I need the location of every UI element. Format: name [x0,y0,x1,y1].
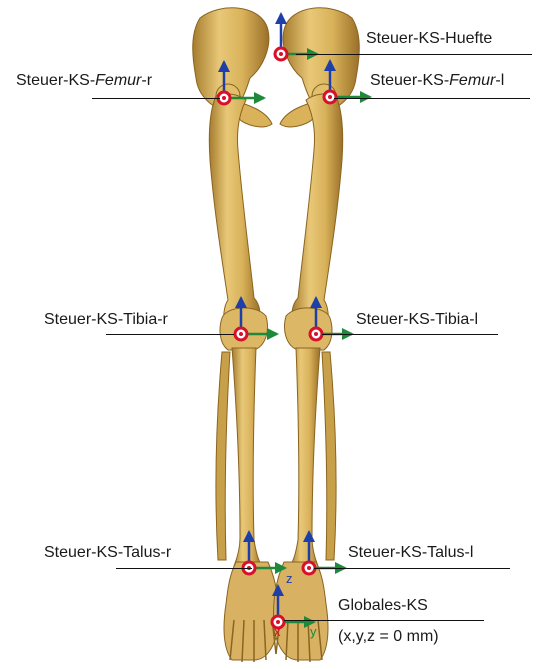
leader-tibia-l [322,334,498,335]
axis-letter-z: z [286,571,293,586]
leader-femur-l [334,98,530,99]
label-steuer-ks-tibia-l: Steuer-KS-Tibia-l [356,311,478,329]
leader-femur-r [92,98,220,99]
axis-letter-y: y [310,624,317,639]
tibia-right [232,348,262,566]
frame-femur-r-origin-dot [222,96,226,100]
tibia-left [290,348,320,566]
leader-talus-r [116,568,252,569]
frame-tibia-r-right-arrow-head [267,328,279,340]
label-steuer-ks-huefte: Steuer-KS-Huefte [366,30,492,48]
leader-talus-l [314,568,510,569]
frame-tibia-r-origin-dot [239,332,243,336]
frame-tibia-l-origin-dot [314,332,318,336]
label-global-origin-note: (x,y,z = 0 mm) [338,628,439,646]
label-steuer-ks-talus-l: Steuer-KS-Talus-l [348,544,473,562]
femur-left [292,94,343,326]
leader-huefte [296,54,532,55]
label-steuer-ks-femur-r: Steuer-KS-Femur-r [16,72,152,90]
femur-right [209,94,260,326]
leader-globales-ks [284,620,484,621]
frame-talus-l-origin-dot [307,566,311,570]
label-steuer-ks-tibia-r: Steuer-KS-Tibia-r [44,311,168,329]
fibula-left [322,352,336,560]
label-steuer-ks-talus-r: Steuer-KS-Talus-r [44,544,171,562]
frame-femur-l-right-arrow-head [360,91,372,103]
knee-left [285,308,333,350]
axis-letter-x: x [274,624,281,639]
frame-femur-l-origin-dot [328,95,332,99]
frame-huefte-up-arrow-head [275,12,287,24]
label-globales-ks: Globales-KS [338,597,428,615]
frame-femur-r-right-arrow-head [254,92,266,104]
leader-tibia-r [106,334,234,335]
frame-huefte-origin-dot [279,52,283,56]
fibula-right [216,352,230,560]
label-steuer-ks-femur-l: Steuer-KS-Femur-l [370,72,504,90]
